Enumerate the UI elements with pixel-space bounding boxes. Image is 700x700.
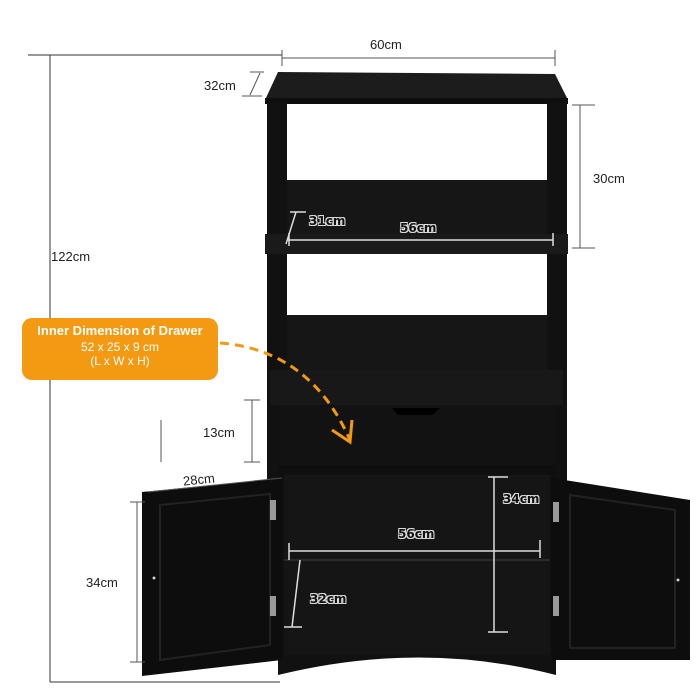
cabinet-base [278, 655, 556, 675]
inner-dimension-lines [284, 211, 554, 633]
width-dimension [281, 50, 556, 66]
drawer-handle [392, 408, 440, 415]
arrow-head-icon [331, 419, 354, 445]
shelf-depth-label: 31cm [309, 214, 346, 228]
overall-height-label: 122cm [51, 249, 91, 264]
cabinet-depth-label: 32cm [310, 592, 347, 606]
width-label: 60cm [370, 37, 402, 52]
cabinet-width-label: 56cm [398, 527, 435, 541]
shelf-height-dimension [572, 104, 595, 249]
right-door [552, 478, 690, 660]
drawer-height-label: 13cm [203, 425, 235, 440]
cabinet-top [265, 72, 568, 100]
left-door [142, 478, 282, 676]
drawer-dimension-callout: Inner Dimension of Drawer 52 x 25 x 9 cm… [22, 318, 218, 380]
shelf-width-label: 56cm [400, 221, 437, 235]
callout-size: 52 x 25 x 9 cm [80, 340, 160, 354]
callout-title: Inner Dimension of Drawer [37, 323, 203, 338]
shelf-height-label: 30cm [593, 171, 625, 186]
callout-axes: (L x W x H) [90, 354, 150, 368]
middle-shelf [265, 234, 568, 254]
cabinet-height-label: 34cm [503, 492, 540, 506]
drawer-height-dimension [244, 399, 260, 463]
door-height-label: 34cm [86, 575, 118, 590]
callout-arrow [219, 341, 352, 441]
lower-shelf [270, 370, 563, 405]
depth-label: 32cm [204, 78, 236, 93]
depth-dimension [242, 71, 264, 97]
door-dimensions [130, 420, 283, 663]
